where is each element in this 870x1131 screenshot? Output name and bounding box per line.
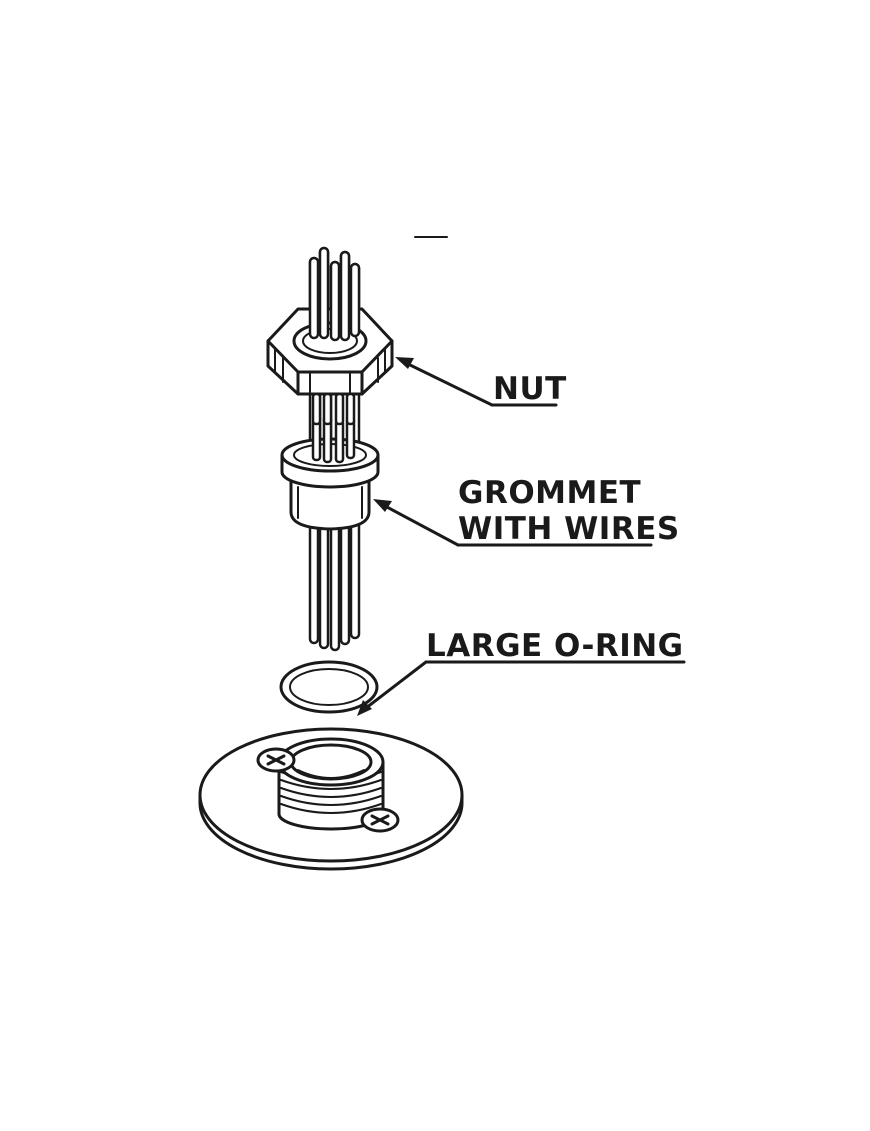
grommet (280, 414, 380, 531)
label-large-o-ring: LARGE O-RING (426, 628, 684, 664)
label-grommet-line1: GROMMET (458, 475, 641, 511)
threaded-fitting (277, 737, 385, 831)
leader-grommet (373, 499, 653, 547)
screw-right (360, 807, 400, 833)
arrow-head-icon (373, 499, 392, 512)
base-plate (198, 727, 464, 871)
leader-nut (395, 357, 558, 407)
large-o-ring (279, 660, 379, 714)
label-nut: NUT (493, 371, 567, 407)
arrow-head-icon (357, 700, 372, 716)
screw-left (256, 747, 296, 773)
label-grommet-line2: WITH WIRES (458, 511, 680, 547)
leader-o-ring (357, 660, 686, 716)
nut (266, 246, 394, 426)
arrow-head-icon (395, 357, 414, 369)
